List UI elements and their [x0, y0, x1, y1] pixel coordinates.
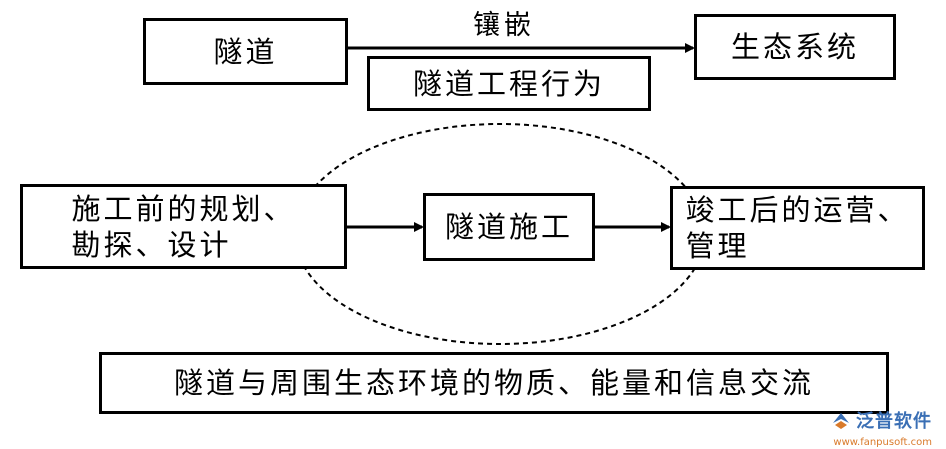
stage-construction-box: 隧道施工 [423, 193, 595, 261]
engineering-behavior-box: 隧道工程行为 [367, 56, 651, 111]
stage-operation-box: 竣工后的运营、 管理 [670, 186, 925, 270]
engineering-behavior-label: 隧道工程行为 [412, 66, 605, 101]
stage-operation-line1: 竣工后的运营、 [685, 193, 910, 227]
watermark-logo: 泛普软件 [830, 407, 932, 433]
stage-planning-line2: 勘探、设计 [71, 227, 232, 262]
tunnel-box: 隧道 [143, 18, 348, 85]
ecosystem-box: 生态系统 [694, 14, 896, 80]
stage-planning-line1: 施工前的规划、 [71, 191, 296, 226]
stage-planning-text: 施工前的规划、 勘探、设计 [71, 191, 295, 263]
stage-construction-label: 隧道施工 [444, 210, 573, 244]
brand-logo-icon [833, 413, 849, 429]
embed-arrow-label: 镶嵌 [473, 10, 535, 41]
watermark-brand: 泛普软件 [856, 411, 932, 432]
stage-operation-text: 竣工后的运营、 管理 [685, 192, 909, 264]
ecosystem-label: 生态系统 [730, 30, 859, 64]
exchange-label: 隧道与周围生态环境的物质、能量和信息交流 [173, 366, 814, 400]
stage-operation-line2: 管理 [685, 229, 750, 263]
tunnel-label: 隧道 [213, 34, 278, 69]
exchange-box: 隧道与周围生态环境的物质、能量和信息交流 [99, 352, 889, 414]
stage-planning-box: 施工前的规划、 勘探、设计 [20, 184, 347, 269]
watermark-url: www.fanpusoft.com [833, 437, 932, 448]
